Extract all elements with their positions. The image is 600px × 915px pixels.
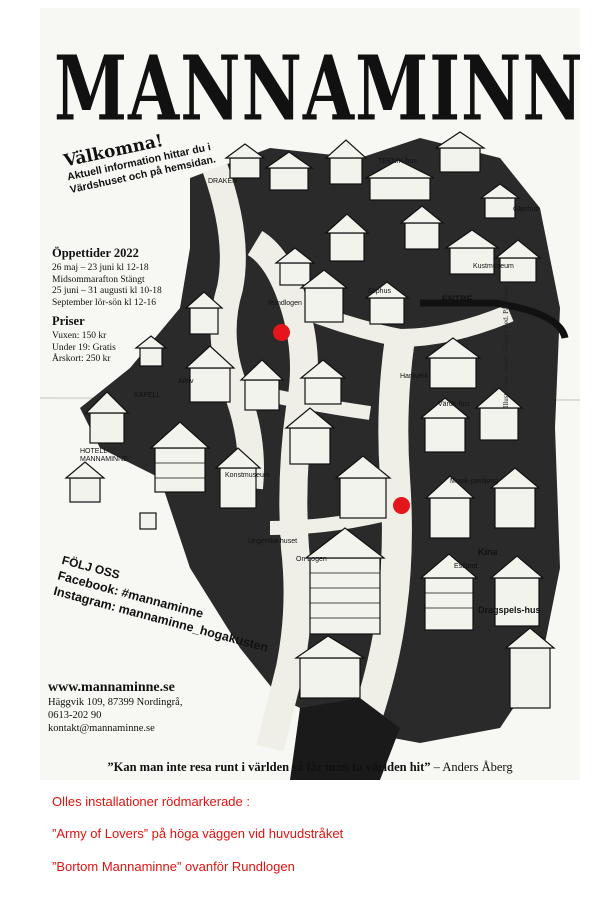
address: Häggvik 109, 87399 Nordingrå, [48,697,183,708]
price-line: Årskort: 250 kr [52,354,111,364]
prices: Priser Vuxen: 150 kr Under 19: Gratis År… [52,314,116,366]
map-label-dragspelshus: Dragspels-hus [478,605,541,615]
quote-text: ”Kan man inte resa runt i världen så får… [107,760,431,774]
opening-line: 25 juni – 31 augusti kl 10-18 [52,286,162,296]
map-label-konstmuseum: Konstmuseum [225,472,270,479]
opening-line: Midsommarafton Stängt [52,274,145,285]
map-label-kapell: KAPELL [134,392,161,399]
poster-title: MANNAMINNE [54,36,580,142]
phone: 0613-202 90 [48,710,102,721]
installation-marker-army-of-lovers [393,497,411,515]
opening-line: September lör-sön kl 12-16 [52,297,157,308]
map-illustration [40,131,580,780]
map-label-onlogen: On Logen [296,556,327,563]
opening-hours: Öppettider 2022 26 maj – 23 juni kl 12-1… [52,246,162,309]
map-label-entre: ENTRE [442,294,473,304]
map-label-sliphus: Sliphus [368,288,391,295]
installation-marker-bortom-mannaminne [272,323,290,341]
contact-block: www.mannaminne.se Häggvik 109, 87399 Nor… [48,680,182,735]
opening-heading: Öppettider 2022 [52,246,139,260]
quote: ”Kan man inte resa runt i världen så får… [40,760,580,775]
map-label-arkiv: Arkiv [178,378,194,385]
map-label-kustmuseum: Kustmuseum [473,263,514,270]
email-link[interactable]: kontakt@mannaminne.se [48,723,155,734]
map-label-ungerska-huset: Ungerska huset [248,538,298,545]
caption-item-army-of-lovers: ”Army of Lovers” på höga väggen vid huvu… [52,826,344,841]
map-label-estland: Estland [454,563,478,570]
price-line: Vuxen: 150 kr [52,331,107,341]
map-label-hotell: HOTELL MANNAMINNE [80,448,128,463]
opening-line: 26 maj – 23 juni kl 12-18 [52,263,149,273]
map-label-vardshus: Värds-hus [438,401,470,408]
map-label-kina: Kina [478,547,498,557]
poster: MANNAMINNE Välkomna! Aktuell information… [40,8,580,780]
quote-author: – Anders Åberg [433,760,513,774]
caption-heading: Olles installationer rödmarkerade : [52,794,250,809]
price-line: Under 19: Gratis [52,342,116,353]
map-label-teknikhus: TEKNIK-hus [378,158,417,165]
caption-item-bortom-mannaminne: ”Bortom Mannaminne” ovanför Rundlogen [52,859,295,874]
website-link[interactable]: www.mannaminne.se [48,680,175,695]
map-label-draken: DRAKEN [208,178,238,185]
map-label-glashus: Glashus [513,206,539,213]
map-label-rundlogen: Rundlogen [268,300,302,307]
map-label-hantverk: Hantverk [400,373,429,380]
prices-heading: Priser [52,314,85,328]
map-label-musik: Musik-paviljong [450,478,499,485]
illustration-credit: Illustration: Anders Åberg • Red. Pål Åb… [502,285,510,408]
